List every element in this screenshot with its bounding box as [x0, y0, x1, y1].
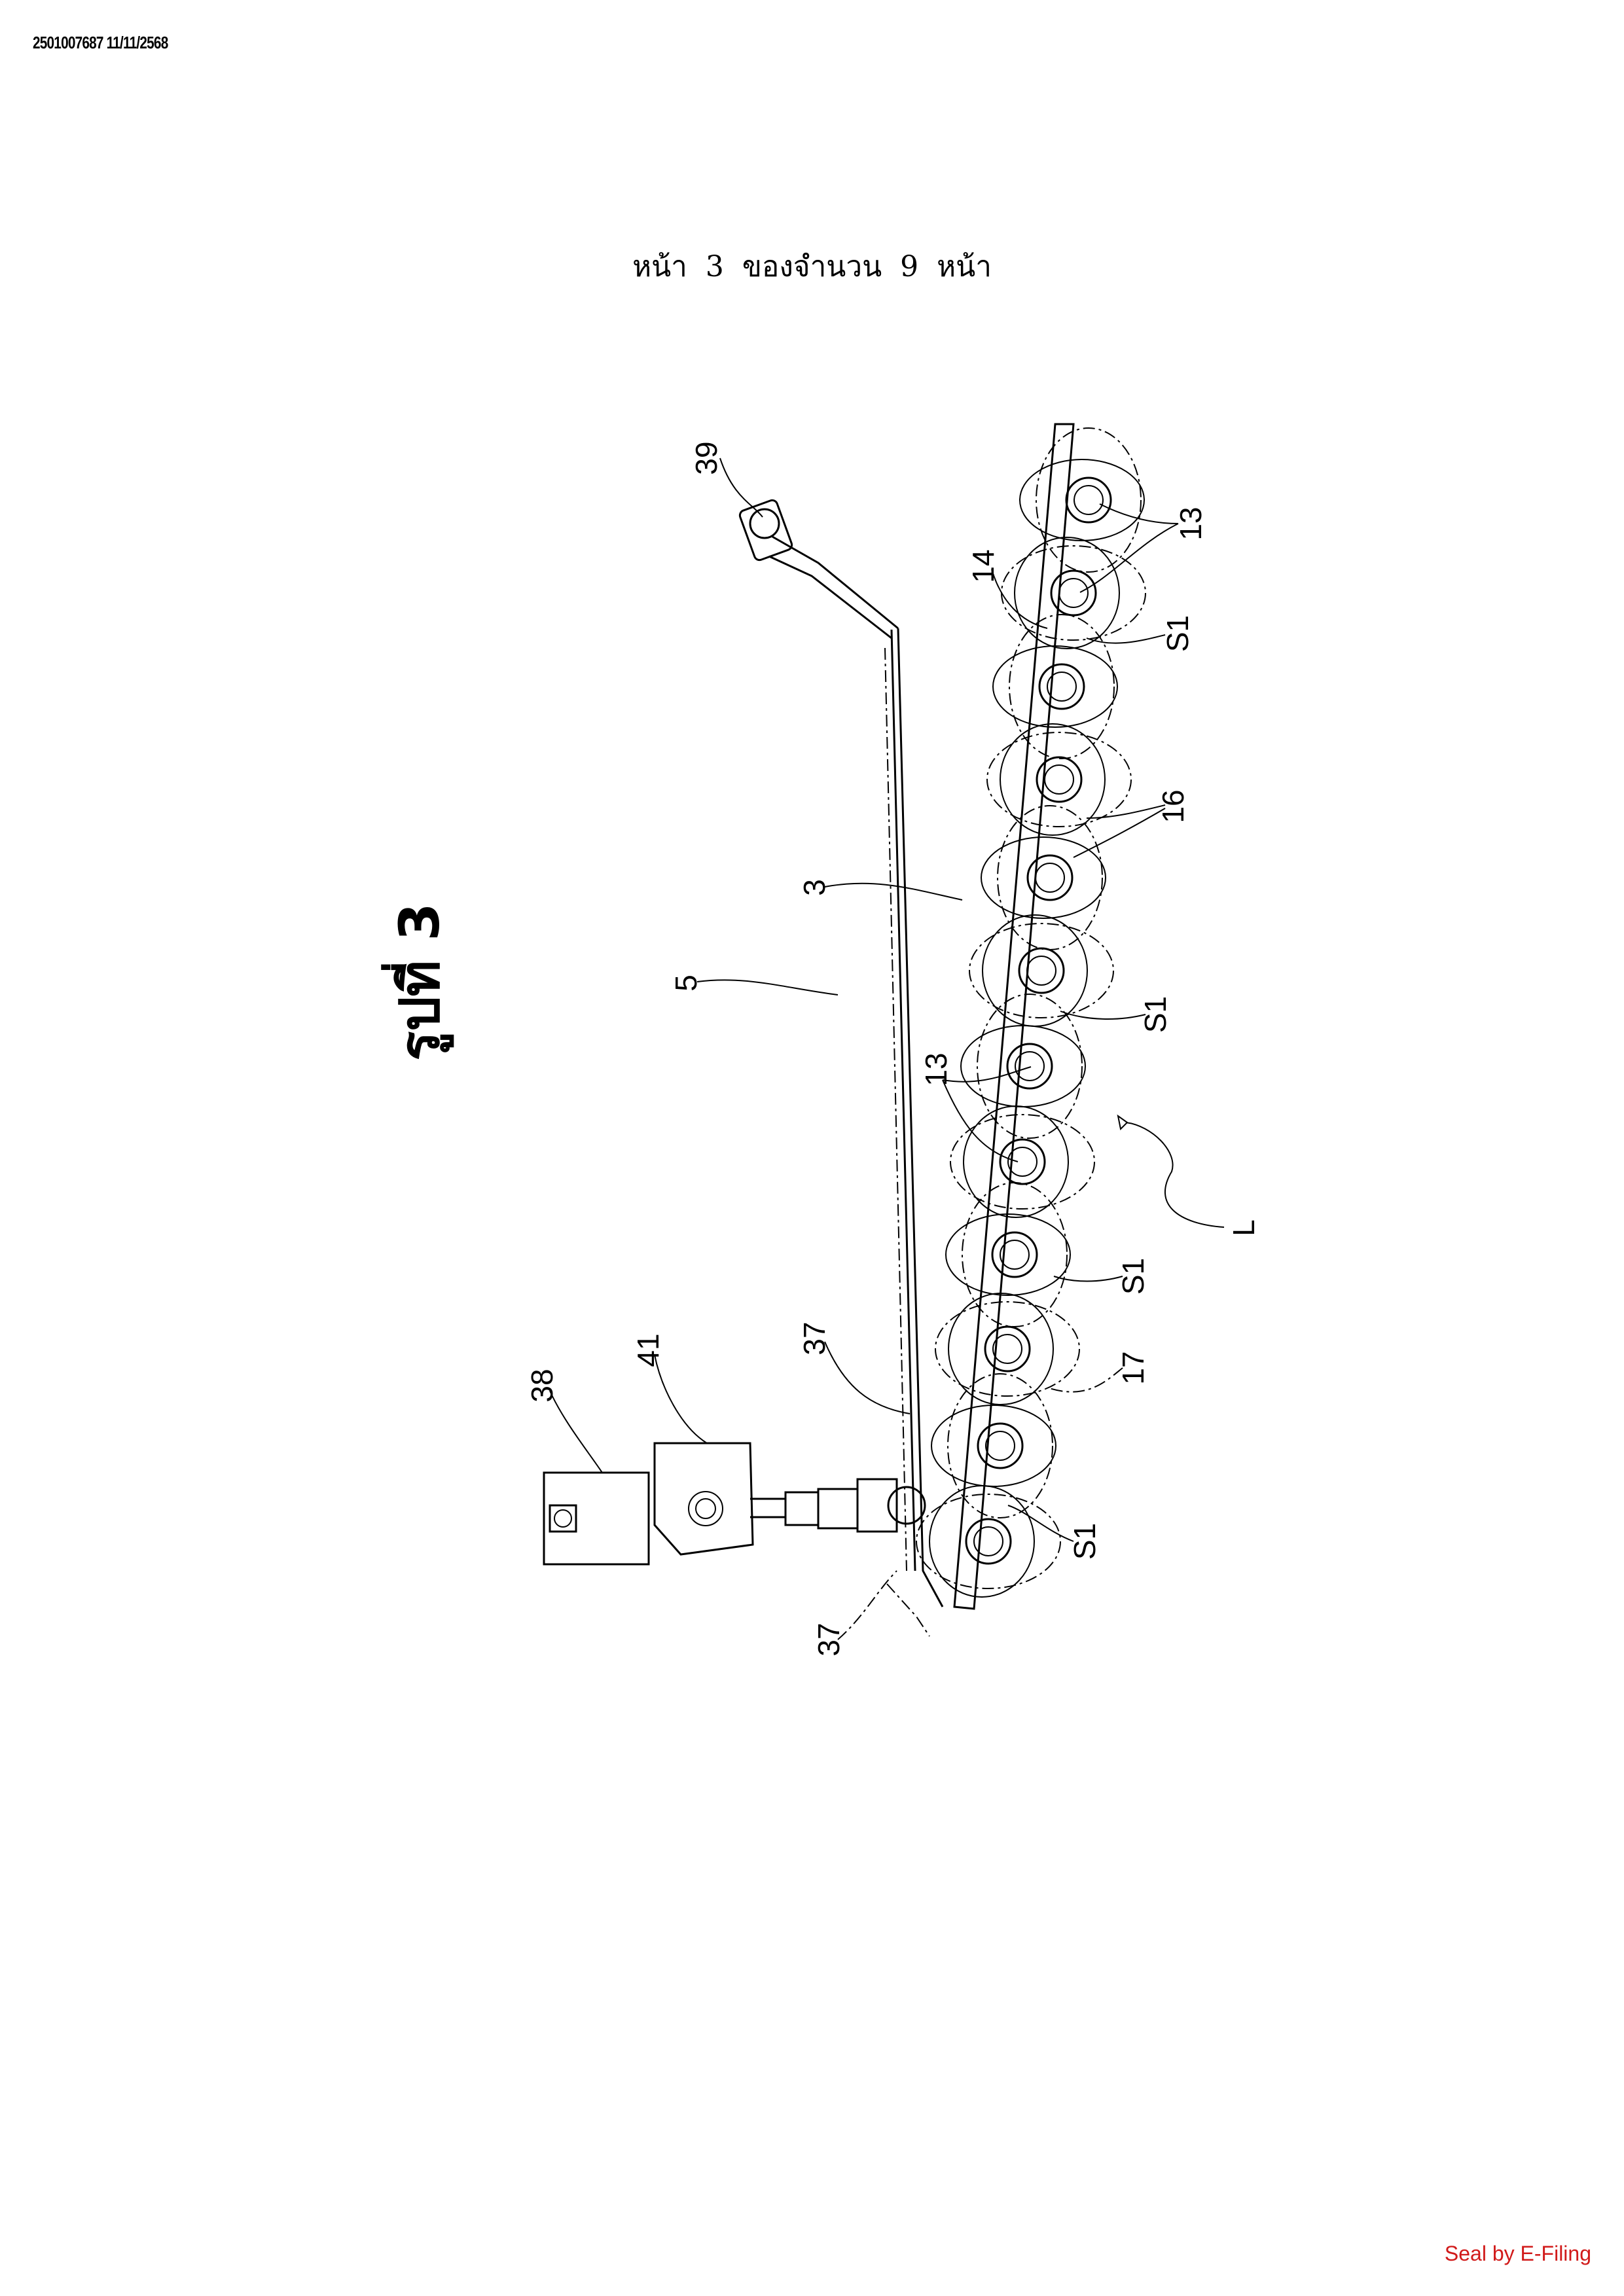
upper-frame	[738, 499, 944, 1637]
roller	[916, 1485, 1061, 1598]
figure-label: รูปที่ 3	[381, 903, 454, 1061]
roller	[1001, 537, 1146, 649]
ref-label-s1: S1	[1138, 996, 1172, 1033]
page-number-title: หน้า 3 ของจำนวน 9 หน้า	[632, 250, 992, 283]
ref-label-5: 5	[669, 975, 703, 992]
leader-lines	[549, 457, 1225, 1640]
roller	[981, 805, 1106, 950]
roller	[1019, 427, 1145, 573]
roller	[935, 1293, 1080, 1405]
ref-label-13: 13	[919, 1052, 953, 1086]
ref-label-14: 14	[966, 549, 1000, 583]
ref-label-16: 16	[1156, 789, 1190, 823]
ref-label-39: 39	[689, 441, 723, 475]
reference-labels: 39 13 14 S1 16 3 5 S1 13 L S1 37 17 41 3…	[525, 441, 1261, 1656]
ref-label-s1: S1	[1116, 1258, 1150, 1295]
ref-label-s1: S1	[1161, 615, 1195, 652]
ref-label-38: 38	[525, 1369, 559, 1402]
roller	[986, 723, 1132, 836]
motor-assembly	[543, 1442, 926, 1566]
arrow-head	[1117, 1114, 1128, 1131]
ref-label-l: L	[1227, 1219, 1261, 1236]
document-id-timestamp: 2501007687 11/11/2568	[33, 33, 168, 52]
ref-label-3: 3	[797, 879, 831, 896]
ref-label-s1: S1	[1068, 1523, 1102, 1560]
ref-label-13: 13	[1174, 507, 1208, 540]
roller	[960, 994, 1086, 1139]
ref-label-37: 37	[812, 1623, 846, 1656]
ref-label-41: 41	[631, 1333, 665, 1367]
roller	[992, 614, 1118, 759]
conveyor-rail	[953, 423, 1075, 1610]
ref-label-17: 17	[1116, 1351, 1150, 1384]
roller	[945, 1182, 1071, 1327]
roller	[931, 1373, 1056, 1518]
ref-label-37: 37	[797, 1321, 831, 1355]
e-filing-seal: Seal by E-Filing	[1444, 2242, 1591, 2265]
roller-group	[916, 427, 1146, 1598]
roller	[950, 1105, 1095, 1218]
roller	[969, 914, 1114, 1027]
